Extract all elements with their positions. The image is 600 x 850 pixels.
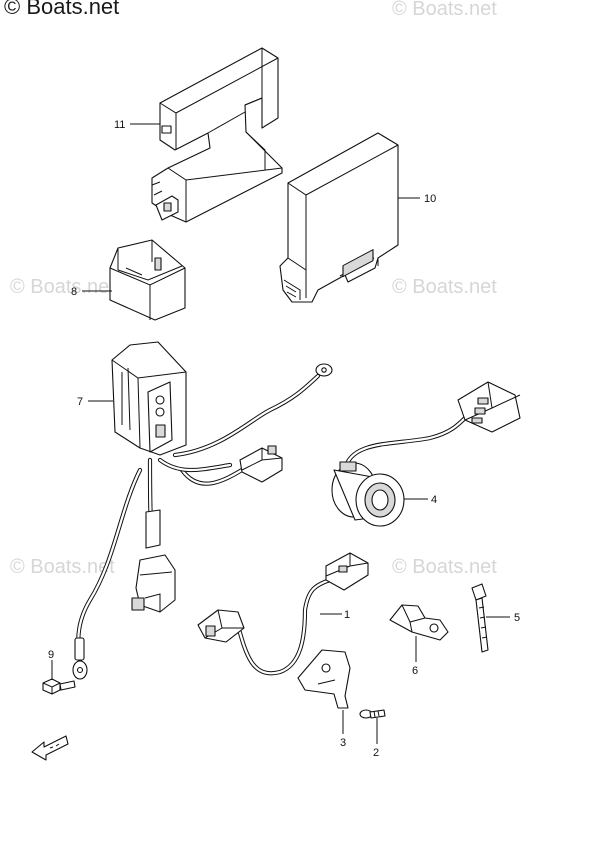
fwd-arrow-icon xyxy=(31,735,69,761)
part-1-sensor-harness[interactable] xyxy=(197,552,369,676)
part-6-clamp[interactable] xyxy=(389,604,449,641)
callout-11: 11 xyxy=(114,119,125,131)
watermark-low-left: © Boats.net xyxy=(10,556,115,578)
watermark-top-right: © Boats.net xyxy=(392,0,497,20)
callout-9: 9 xyxy=(48,649,54,661)
part-11-controller-case[interactable] xyxy=(151,47,283,223)
callout-6: 6 xyxy=(412,665,418,677)
part-10-control-unit[interactable] xyxy=(279,132,399,303)
callout-4: 4 xyxy=(431,494,437,506)
callout-5: 5 xyxy=(514,612,520,624)
part-7-regulator-harness[interactable] xyxy=(72,341,333,680)
watermark-mid-right: © Boats.net xyxy=(392,276,497,298)
callout-2: 2 xyxy=(373,747,379,759)
callout-1: 1 xyxy=(344,609,350,621)
part-9-bolt[interactable] xyxy=(42,678,76,695)
part-2-screw[interactable] xyxy=(359,709,386,719)
callout-8: 8 xyxy=(71,286,77,298)
watermark-low-right: © Boats.net xyxy=(392,556,497,578)
part-8-relay[interactable] xyxy=(109,239,186,321)
part-4-grommet-sensor[interactable] xyxy=(331,381,521,527)
watermark-mid-left: © Boats.net xyxy=(10,276,115,298)
leader-lines xyxy=(51,123,510,744)
part-3-bracket[interactable] xyxy=(297,649,351,709)
watermark-top-left: © Boats.net xyxy=(4,0,120,19)
callout-7: 7 xyxy=(77,396,83,408)
callout-3: 3 xyxy=(340,737,346,749)
part-5-cable-tie[interactable] xyxy=(471,583,489,653)
callout-10: 10 xyxy=(424,193,436,205)
